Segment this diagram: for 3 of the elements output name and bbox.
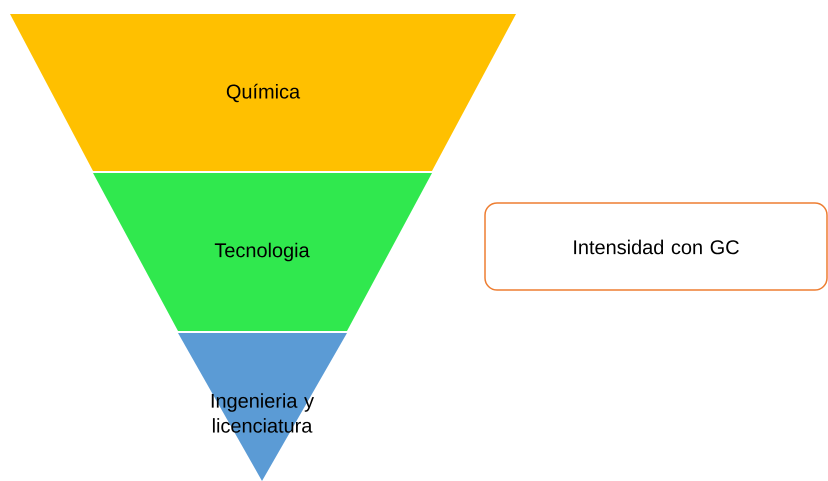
funnel-band: Tecnologia [93,172,432,331]
funnel-band: Química [10,14,516,171]
rounded-box: Intensidad con GC [484,202,828,291]
